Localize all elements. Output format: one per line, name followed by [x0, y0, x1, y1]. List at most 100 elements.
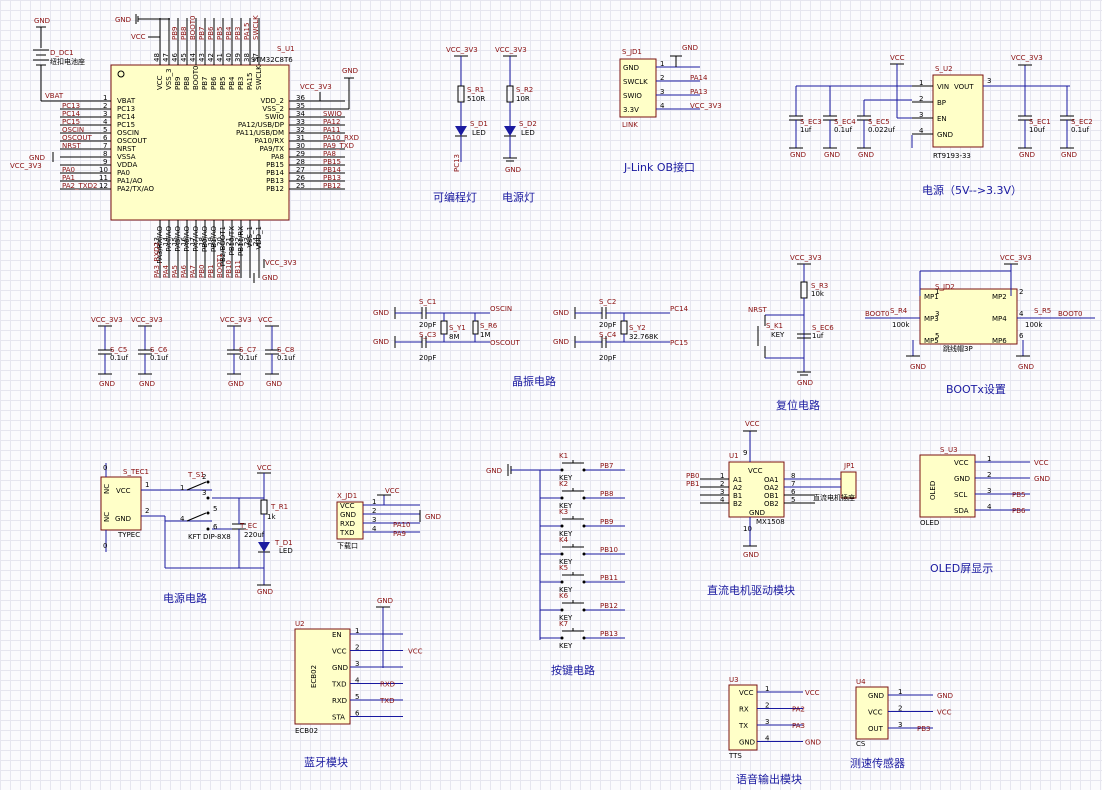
key-value: KEY [559, 474, 573, 482]
key-net: PB7 [600, 462, 613, 470]
mcu-pin-name: PB15 [266, 161, 284, 169]
cs-pin-net: GND [937, 692, 953, 700]
mcu-body [110, 64, 290, 221]
key-value: KEY [559, 586, 573, 594]
key-value: KEY [559, 502, 573, 510]
cap-ref: S_C6 [150, 346, 168, 354]
mcu-pin-num: 25 [296, 182, 305, 190]
keys-gnd: GND [486, 467, 502, 475]
decoup-net: VCC_3V3 [220, 316, 252, 324]
cap-ref: S_EC5 [868, 118, 890, 126]
cs-pin-num: 2 [898, 705, 902, 713]
bt-pin-num: 5 [355, 693, 359, 701]
oled-pin-name: SCL [954, 491, 967, 499]
jd2-pin-left: MP3 [924, 315, 939, 323]
s-r3-ref: S_R3 [811, 282, 828, 290]
mcu-pin-num: 5 [103, 126, 107, 134]
key-value: KEY [559, 642, 573, 650]
mcu-pin-num: 15 [171, 237, 179, 246]
u2-pin-name: EN [937, 115, 947, 123]
mcu-pin-name: PB4 [228, 76, 236, 90]
mcu-pin-net: PB9 [171, 27, 179, 40]
u1-pin-left: A1 [733, 476, 742, 484]
cap-value: 0.1uf [277, 354, 296, 362]
mcu-ref: S_U1 [277, 45, 295, 53]
jlink-pin-num: 1 [660, 60, 664, 68]
mcu-pin-name: PA1/AO [117, 177, 143, 185]
mcu-pin-name: VDDA [117, 161, 137, 169]
xjd-pin-num: 1 [372, 498, 376, 506]
mcu-pin-num: 30 [296, 142, 305, 150]
s-r4-ref: S_R4 [890, 307, 908, 315]
reset-vcc3v3: VCC_3V3 [790, 254, 822, 262]
cap-ref: S_EC1 [1029, 118, 1051, 126]
typec-vcc-net: VCC [257, 464, 272, 472]
u2-vout-num: 3 [987, 77, 991, 85]
key-contact [582, 552, 586, 556]
s-u2-ref: S_U2 [935, 65, 953, 73]
mcu-pin-name: VDD_2 [260, 97, 284, 105]
caption-power-circuit: 电源电路 [163, 591, 207, 605]
s-jd2-ref: S_JD2 [935, 283, 955, 291]
tts-pin-net: VCC [805, 689, 820, 697]
key-ref: K2 [559, 480, 568, 488]
jlink-pin-net: PA13 [690, 88, 707, 96]
mcu-pin-name: PB7 [201, 77, 209, 90]
cap-ref: S_EC3 [800, 118, 822, 126]
cs-pin-num: 1 [898, 688, 902, 696]
u1-num-right: 8 [791, 472, 795, 480]
mcu-pin-name: PB8 [183, 77, 191, 90]
boot-gnd-right: GND [1018, 363, 1034, 371]
cap-value: 20pF [599, 321, 616, 329]
mcu-gnd-bottom: GND [262, 274, 278, 282]
typec-gnd-net: GND [257, 588, 273, 596]
crystal-gnd: GND [553, 309, 569, 317]
cap-value: 0.1uf [110, 354, 129, 362]
tts-pin-name: RX [739, 706, 749, 714]
led2-gnd: GND [505, 166, 521, 174]
mcu-pin-name: PB1/AO [210, 226, 218, 253]
key-ref: K3 [559, 508, 568, 516]
gnd-label: GND [1061, 151, 1077, 159]
key-value: KEY [559, 614, 573, 622]
caption-bluetooth: 蓝牙模块 [304, 756, 348, 769]
mcu-pin-name: VSS_2 [262, 105, 284, 113]
mcu-pin-net: PC15 [62, 118, 80, 126]
mcu-pin-num: 8 [103, 150, 107, 158]
mcu-pin-net: PA0 [62, 166, 75, 174]
typec-pin-num: 0 [103, 542, 107, 550]
oled-ref: S_U3 [940, 446, 958, 454]
mcu-pin-net: PC13 [62, 102, 80, 110]
reg-vcc3v3: VCC_3V3 [1011, 54, 1043, 62]
typec-pin-num: 0 [103, 464, 107, 472]
u1-num-left: 4 [720, 496, 725, 504]
s-r5-value: 100k [1025, 321, 1043, 329]
mcu-pin-net: OSCIN [62, 126, 84, 134]
mcu-vcc-top: VCC [131, 33, 146, 41]
caption-speed: 测速传感器 [850, 757, 905, 770]
switch-pin-num: 3 [202, 489, 206, 497]
mcu-pin-net: SWIO [323, 110, 342, 118]
led2-symbol [504, 126, 516, 136]
key-contact [560, 496, 564, 500]
mcu-pin-num: 23 [243, 237, 251, 246]
mcu-pin-num: 44 [189, 53, 197, 62]
mcu-pin-net: PA6 [180, 264, 188, 278]
jlink-gnd: GND [682, 44, 698, 52]
decoupling-caps: VCC_3V3GNDS_C50.1ufVCC_3V3GNDS_C60.1ufVC… [91, 316, 296, 388]
u2-vout: VOUT [954, 83, 974, 91]
mcu-pin-name: PB0/AO [201, 226, 209, 253]
mcu-pin-num: 1 [103, 94, 107, 102]
decoup-net: VCC_3V3 [91, 316, 123, 324]
mcu-pin-net: PA1 [62, 174, 75, 182]
xjd-gnd: GND [425, 513, 441, 521]
mcu-pin-num: 6 [103, 134, 108, 142]
oled-pin-net: GND [1034, 475, 1050, 483]
cs-ref: U4 [856, 678, 866, 686]
mcu-pin-net: PB12 [323, 182, 341, 190]
cs-pin-name: GND [868, 692, 884, 700]
cap-value: 20pF [419, 321, 436, 329]
key-ref: K4 [559, 536, 569, 544]
cap-ref: S_C4 [599, 331, 617, 339]
coin-ref: D_DC1 [50, 49, 74, 57]
